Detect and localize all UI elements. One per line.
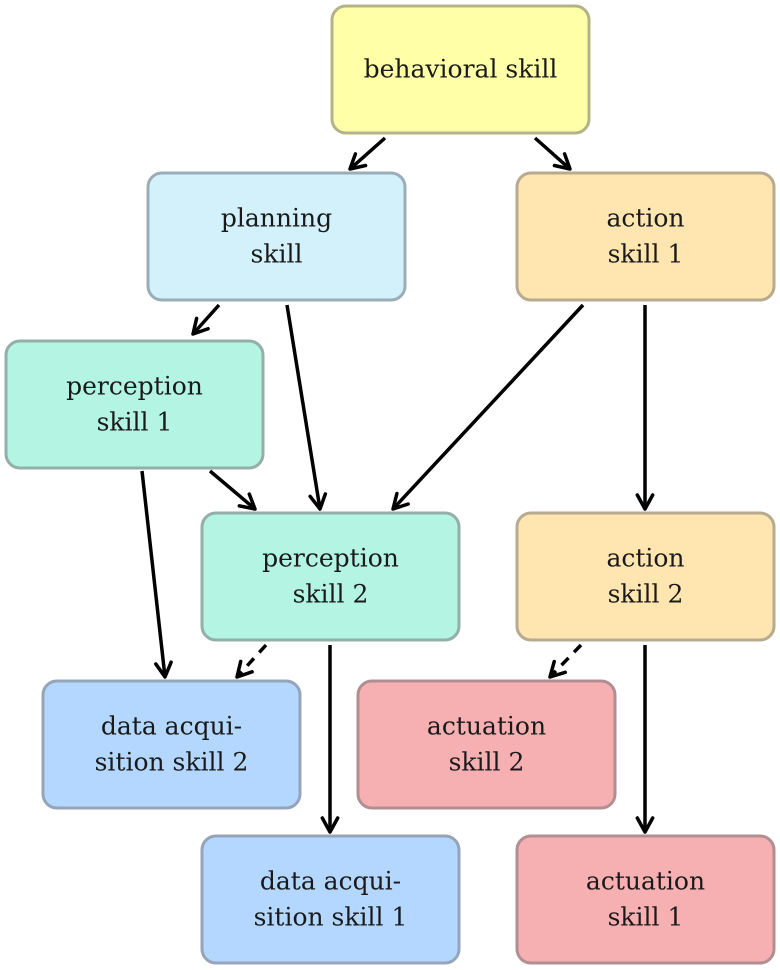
node-label: sition skill 1 — [254, 903, 408, 932]
node-label: skill 1 — [97, 408, 173, 437]
edge-behavioral-to-action1 — [533, 136, 572, 171]
edge-line — [533, 136, 569, 169]
arrow-head — [320, 816, 340, 834]
arrow-head — [154, 660, 173, 679]
edge-perception2-to-data2 — [235, 643, 268, 679]
edge-line — [351, 136, 387, 169]
node-label: skill 2 — [608, 580, 684, 609]
arrow-head — [191, 316, 210, 336]
arrow-head — [635, 493, 655, 511]
edge-perception1-to-perception2 — [208, 469, 257, 511]
edge-action1-to-perception2 — [391, 303, 585, 511]
node-label: perception — [66, 372, 203, 401]
node-box — [146, 171, 407, 302]
node-behavioral: behavioral skill — [330, 4, 591, 135]
edge-planning-to-perception2 — [285, 304, 328, 511]
node-box — [200, 511, 461, 642]
edge-action1-to-action2 — [635, 305, 655, 511]
node-planning: planning skill — [146, 171, 407, 302]
node-label: sition skill 2 — [95, 748, 249, 777]
edge-line — [208, 469, 254, 509]
edge-line — [237, 643, 268, 676]
arrow-head — [308, 492, 328, 511]
node-label: skill 2 — [449, 748, 525, 777]
node-box — [330, 4, 591, 135]
node-label: skill 1 — [608, 240, 684, 269]
nodes-layer: behavioral skill planning skill action skill… — [4, 4, 776, 965]
node-label: skill — [251, 240, 303, 269]
node-box — [41, 679, 302, 810]
edge-line — [193, 303, 221, 333]
node-label: perception — [262, 544, 399, 573]
arrow-head — [548, 659, 568, 679]
node-label: skill 1 — [608, 903, 684, 932]
edge-perception1-to-data2 — [140, 470, 173, 679]
node-label: action — [606, 544, 684, 573]
node-label: actuation — [427, 712, 546, 741]
arrow-head — [635, 816, 655, 834]
edge-action2-to-actuation1 — [635, 645, 655, 834]
node-box — [515, 511, 776, 642]
arrow-head — [237, 492, 257, 511]
node-perception1: perception skill 1 — [4, 339, 265, 470]
edge-action2-to-actuation2 — [548, 643, 583, 679]
node-box — [515, 834, 776, 965]
node-perception2: perception skill 2 — [200, 511, 461, 642]
node-action2: action skill 2 — [515, 511, 776, 642]
node-box — [356, 679, 617, 810]
node-label: planning — [221, 204, 332, 233]
node-data2: data acqui-sition skill 2 — [41, 679, 302, 810]
edge-line — [393, 303, 585, 508]
node-box — [4, 339, 265, 470]
node-label: behavioral skill — [364, 55, 558, 84]
node-box — [515, 171, 776, 302]
edge-perception2-to-data1 — [320, 645, 340, 834]
arrow-head — [235, 659, 254, 679]
node-label: data acqui- — [260, 867, 401, 896]
node-label: data acqui- — [101, 712, 242, 741]
edge-line — [550, 643, 583, 677]
arrow-head — [552, 152, 572, 171]
arrow-head — [391, 491, 410, 511]
edge-planning-to-perception1 — [191, 303, 221, 336]
node-action1: action skill 1 — [515, 171, 776, 302]
node-label: action — [606, 204, 684, 233]
node-actuation2: actuation skill 2 — [356, 679, 617, 810]
edge-line — [285, 304, 322, 507]
node-label: skill 2 — [293, 580, 369, 609]
edge-behavioral-to-planning — [348, 136, 387, 171]
node-box — [200, 834, 461, 965]
edge-line — [140, 470, 167, 675]
node-actuation1: actuation skill 1 — [515, 834, 776, 965]
node-label: actuation — [586, 867, 705, 896]
edges-layer — [140, 136, 655, 834]
arrow-head — [348, 152, 368, 171]
node-data1: data acqui-sition skill 1 — [200, 834, 461, 965]
